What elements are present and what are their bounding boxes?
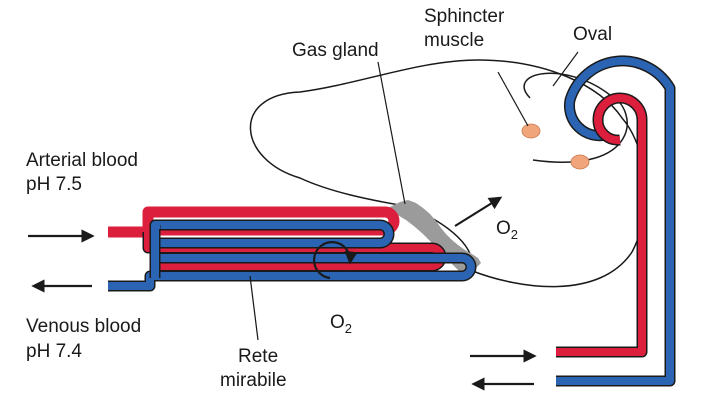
leader-lines [249, 51, 579, 341]
arterial-ph-label: pH 7.5 [26, 174, 82, 195]
oval-vessels [556, 55, 676, 387]
sphincter-muscle-lower [570, 154, 590, 170]
oval-label: Oval [573, 24, 612, 45]
venous-blood-label: Venous blood [26, 316, 141, 337]
sphincter-muscle-upper [521, 123, 541, 139]
swim-bladder-outline [249, 59, 646, 288]
o2-diffusion-label: O2 [496, 218, 518, 242]
sphincter-label-line1: Sphincter [424, 6, 505, 27]
gas-gland-label: Gas gland [292, 40, 379, 61]
arrow-up-right-icon [454, 196, 503, 227]
rete-label-line1: Rete [238, 346, 278, 367]
venous-ph-label: pH 7.4 [26, 341, 82, 362]
o2-cycle-label: O2 [330, 312, 352, 336]
sphincter-label-line2: muscle [424, 30, 484, 51]
rete-label-line2: mirabile [220, 370, 287, 391]
circular-arrow-icon [313, 241, 358, 280]
rete-mirabile-vessels [108, 206, 477, 292]
arterial-blood-label: Arterial blood [26, 150, 138, 171]
